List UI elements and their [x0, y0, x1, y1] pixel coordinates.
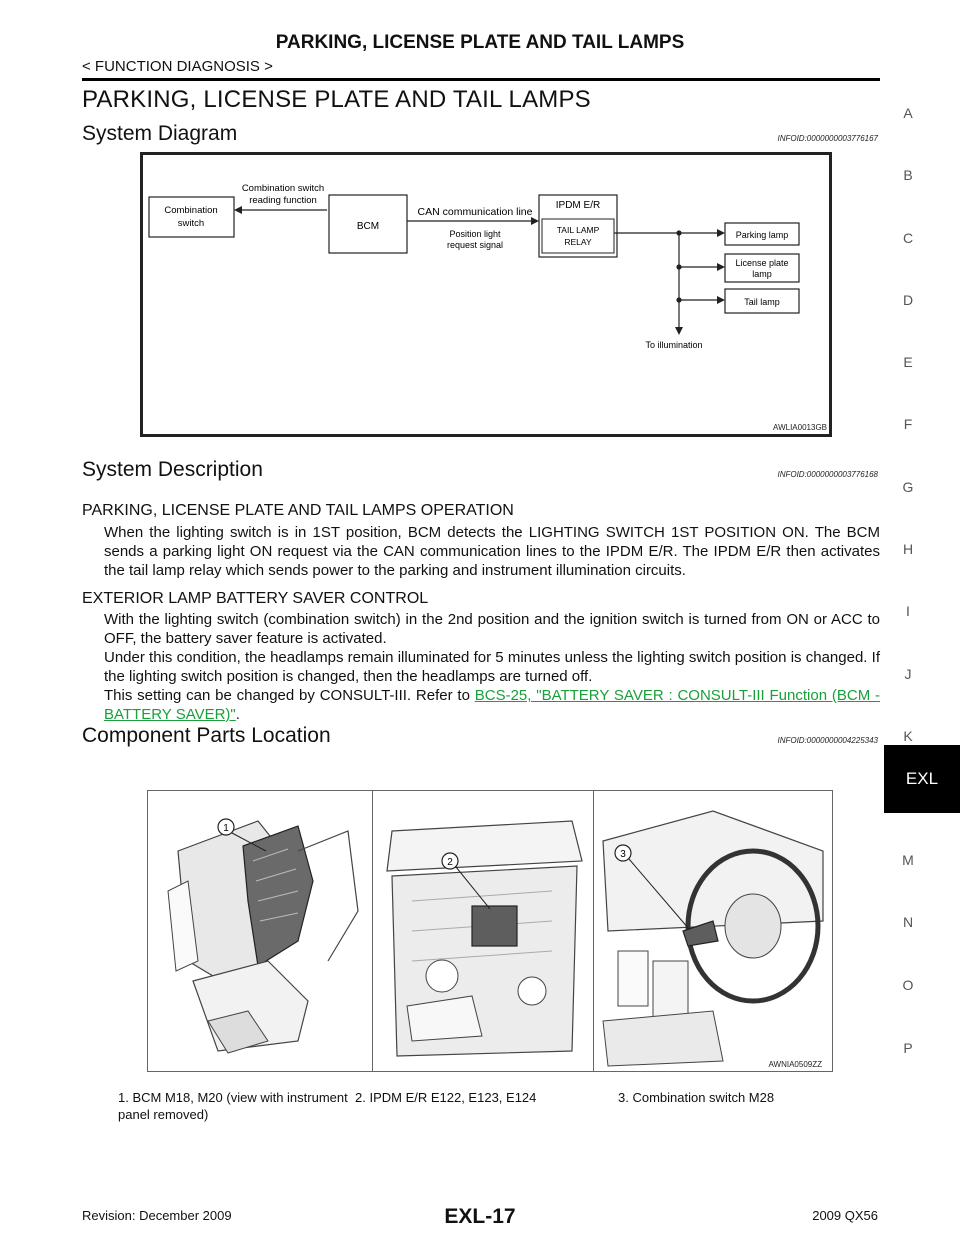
battery-saver-text-3: This setting can be changed by CONSULT-I… — [104, 686, 880, 724]
tail-lamp-relay-label-2: RELAY — [564, 237, 592, 247]
caption-2: 2. IPDM E/R E122, E123, E124 — [355, 1090, 537, 1105]
tail-lamp-relay-box — [541, 218, 615, 254]
bcs-25-link[interactable]: BCS-25, "BATTERY SAVER : CONSULT-III Fun… — [104, 687, 880, 723]
bcm-label: BCM — [357, 221, 379, 232]
combination-switch-box — [148, 196, 235, 238]
combination-switch-label-2: switch — [178, 218, 204, 229]
tail-lamp-relay-label-1: TAIL LAMP — [557, 225, 600, 235]
callout-1: 1 — [223, 823, 229, 834]
side-index-exl-tab[interactable]: EXL — [884, 745, 960, 813]
header-rule — [82, 78, 880, 81]
operation-subheading: PARKING, LICENSE PLATE AND TAIL LAMPS OP… — [82, 502, 514, 519]
ipdm-label: IPDM E/R — [556, 200, 600, 211]
footer-page-number: EXL-17 — [444, 1205, 516, 1228]
side-index-h[interactable]: H — [902, 541, 914, 557]
caption-1: 1. BCM M18, M20 (view with instrument pa… — [118, 1090, 348, 1122]
side-index-m[interactable]: M — [902, 852, 914, 868]
running-header-title: PARKING, LICENSE PLATE AND TAIL LAMPS — [275, 32, 685, 53]
system-diagram-infoid: INFOID:0000000003776167 — [777, 134, 878, 143]
callout-2: 2 — [447, 857, 453, 868]
side-index-b[interactable]: B — [903, 167, 913, 183]
battery-saver-paragraph: With the lighting switch (combination sw… — [104, 610, 880, 724]
battery-saver-subheading: EXTERIOR LAMP BATTERY SAVER CONTROL — [82, 590, 429, 607]
side-index-d[interactable]: D — [902, 292, 914, 308]
system-diagram-code: AWLIA0013GB — [773, 423, 827, 432]
operation-text: When the lighting switch is in 1ST posit… — [104, 524, 880, 579]
footer-revision: Revision: December 2009 — [82, 1208, 232, 1223]
caption-3: 3. Combination switch M28 — [618, 1090, 775, 1105]
component-figure-code: AWNIA0509ZZ — [768, 1060, 823, 1069]
operation-paragraph: When the lighting switch is in 1ST posit… — [104, 523, 880, 580]
side-index-j[interactable]: J — [904, 666, 912, 682]
page-title: PARKING, LICENSE PLATE AND TAIL LAMPS — [82, 86, 591, 113]
breadcrumb: < FUNCTION DIAGNOSIS > — [82, 58, 273, 75]
side-index-k[interactable]: K — [903, 728, 913, 744]
parking-lamp-box — [724, 222, 800, 246]
can-line-label: CAN communication line — [418, 206, 533, 218]
parking-lamp-label: Parking lamp — [736, 230, 789, 240]
battery-saver-suffix: . — [235, 706, 240, 723]
combination-switch-location-svg: 3 — [602, 810, 824, 1067]
system-description-heading: System Description — [82, 458, 263, 481]
side-index-i[interactable]: I — [906, 603, 910, 619]
component-parts-heading: Component Parts Location — [82, 724, 331, 747]
battery-saver-text-2: Under this condition, the headlamps rema… — [104, 649, 880, 685]
side-index-f[interactable]: F — [903, 416, 913, 432]
system-diagram-heading: System Diagram — [82, 122, 238, 145]
footer-model: 2009 QX56 — [812, 1208, 878, 1223]
component-location-figure: 1 2 3 AWNIA050 — [147, 790, 833, 1072]
system-diagram-figure: Combination switch Combination switch re… — [140, 152, 832, 437]
license-plate-lamp-box — [724, 253, 800, 283]
position-light-label-1: Position light — [449, 229, 501, 239]
license-plate-lamp-label-2: lamp — [752, 269, 772, 279]
battery-saver-prefix: This setting can be changed by CONSULT-I… — [104, 687, 475, 704]
side-index-g[interactable]: G — [902, 479, 914, 495]
ipdm-location-illustration: 2 — [372, 791, 594, 1071]
side-index-a[interactable]: A — [903, 105, 913, 121]
side-index-n[interactable]: N — [902, 914, 914, 930]
position-light-label-2: request signal — [447, 240, 503, 250]
combination-switch-location-illustration: 3 — [593, 791, 832, 1071]
component-parts-infoid: INFOID:0000000004225343 — [777, 736, 878, 745]
combination-switch-label-1: Combination — [164, 205, 217, 216]
reading-function-label-2: reading function — [249, 195, 317, 206]
tail-lamp-box — [724, 288, 800, 314]
ipdm-location-svg: 2 — [386, 820, 583, 1057]
side-index-p[interactable]: P — [903, 1040, 913, 1056]
system-diagram-svg: Combination switch Combination switch re… — [148, 183, 800, 350]
callout-3: 3 — [620, 849, 626, 860]
system-description-infoid: INFOID:0000000003776168 — [777, 470, 878, 479]
reading-function-label-1: Combination switch — [242, 183, 324, 194]
side-index-e[interactable]: E — [903, 354, 913, 370]
side-index-c[interactable]: C — [902, 230, 914, 246]
to-illumination-label: To illumination — [645, 340, 702, 350]
side-index-o[interactable]: O — [902, 977, 914, 993]
tail-lamp-label: Tail lamp — [744, 297, 780, 307]
bcm-box — [328, 194, 408, 254]
bcm-location-svg: 1 — [167, 818, 359, 1054]
battery-saver-text-1: With the lighting switch (combination sw… — [104, 611, 880, 647]
license-plate-lamp-label-1: License plate — [735, 258, 788, 268]
bcm-location-illustration: 1 — [148, 791, 373, 1071]
